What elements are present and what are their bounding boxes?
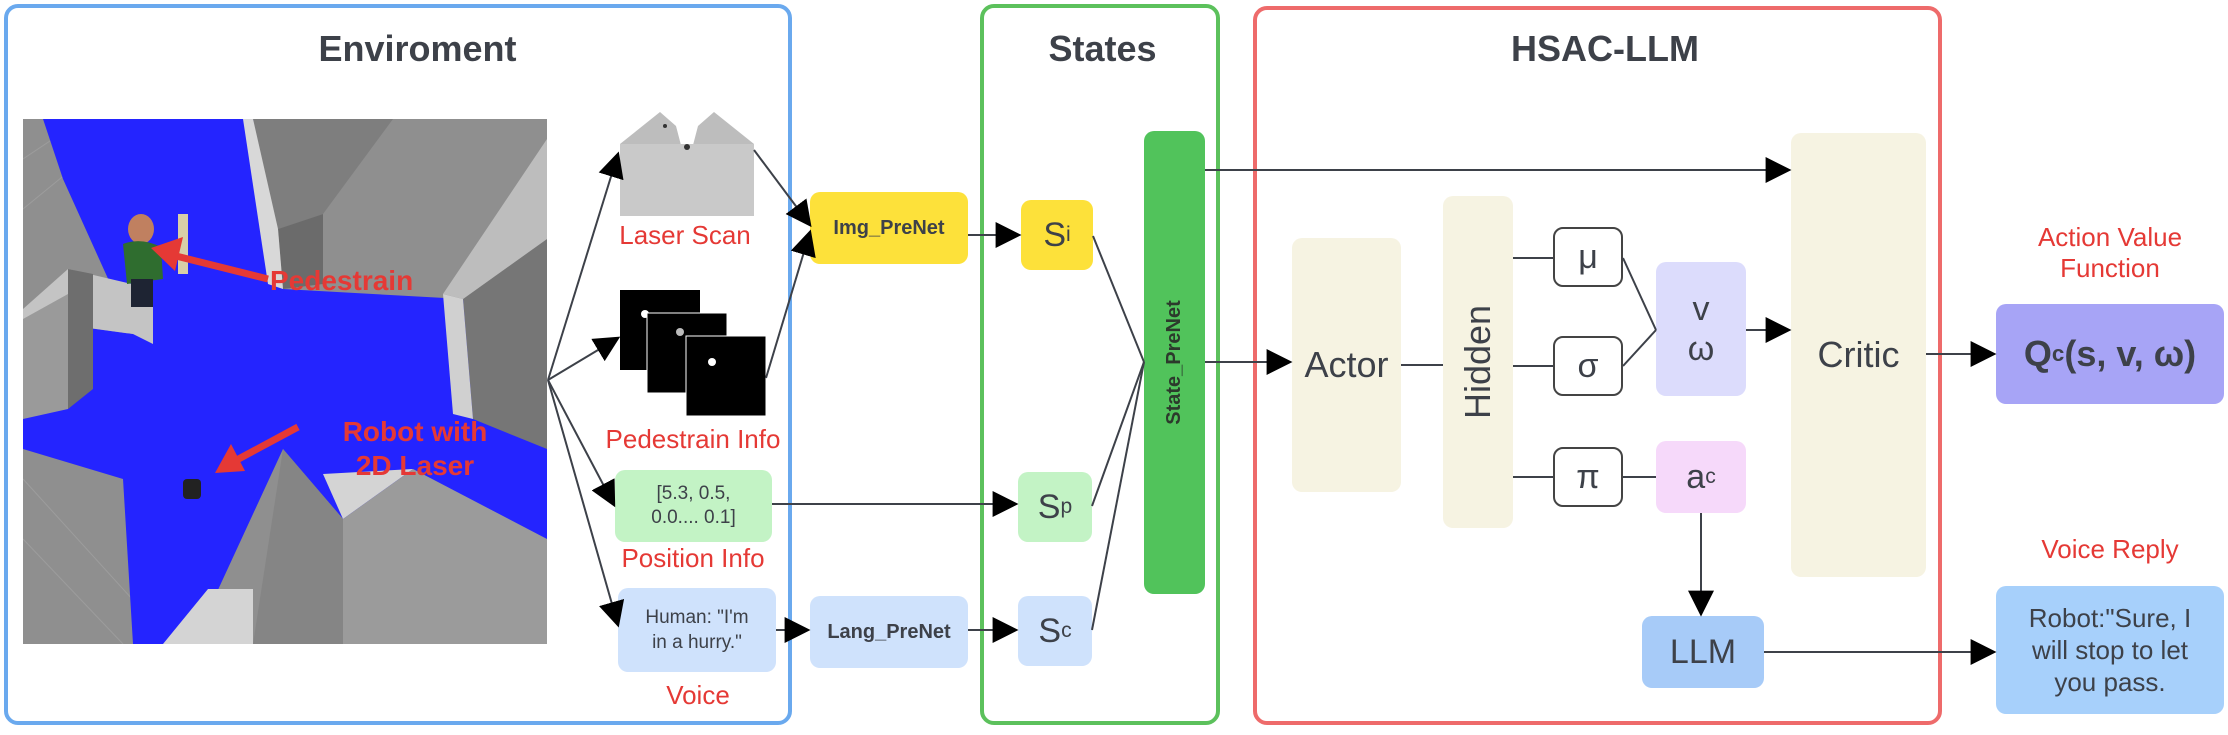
v-label: v	[1692, 290, 1710, 328]
reply-line3: you pass.	[2054, 667, 2166, 697]
sigma-box: σ	[1553, 336, 1623, 396]
pi-box: π	[1553, 447, 1623, 507]
pedestrian-info-image	[620, 290, 766, 416]
pedestrian-arrow	[151, 237, 269, 283]
omega-label: ω	[1687, 330, 1715, 368]
lang-prenet-label: Lang_PreNet	[827, 620, 951, 643]
ac-a: a	[1686, 457, 1706, 496]
img-prenet-label: Img_PreNet	[833, 216, 945, 239]
robot-figure	[183, 479, 201, 499]
mu-box: μ	[1553, 227, 1623, 287]
q-prefix: Q	[2023, 333, 2052, 374]
wall-bottom	[253, 449, 343, 644]
voice-text-line1: Human: "I'm	[645, 607, 749, 628]
state-sc-s: S	[1038, 611, 1062, 650]
state-sc-sub: c	[1061, 619, 1072, 642]
voice-reply-label: Voice Reply	[2041, 534, 2179, 564]
state-si-s: S	[1043, 215, 1066, 254]
pedestrian-figure	[123, 214, 188, 307]
robot-label: Robot with 2D Laser	[300, 415, 530, 483]
q-sub: c	[2051, 341, 2065, 366]
robot-label-line2: 2D Laser	[355, 450, 475, 481]
simulation-scene	[23, 119, 547, 644]
robot-arrow	[215, 423, 300, 473]
voice-label: Voice	[666, 680, 730, 710]
hsac-llm-panel	[1253, 6, 1942, 725]
pi-label: π	[1576, 457, 1600, 496]
actor-box: Actor	[1292, 238, 1401, 492]
actor-label: Actor	[1304, 344, 1389, 385]
laser-scan-image	[620, 84, 754, 216]
hidden-box: Hidden	[1443, 196, 1513, 528]
environment-title: Enviroment	[318, 28, 517, 69]
llm-label: LLM	[1669, 632, 1737, 671]
state-sp-sub: p	[1060, 495, 1073, 518]
position-values-box: [5.3, 0.5, 0.0.... 0.1]	[615, 470, 772, 542]
state-prenet-label: State_PreNet	[1163, 300, 1186, 425]
critic-label: Critic	[1817, 334, 1900, 375]
critic-box: Critic	[1791, 133, 1926, 577]
q-args: (s, v, ω)	[2064, 333, 2197, 374]
wall-top	[253, 119, 393, 229]
reply-box: Robot:"Sure, I will stop to let you pass…	[1996, 586, 2224, 714]
position-values-line2: 0.0.... 0.1]	[651, 507, 736, 528]
robot-label-line1: Robot with	[342, 416, 488, 447]
pedestrian-info-label: Pedestrain Info	[605, 424, 781, 454]
position-info-label: Position Info	[621, 543, 765, 573]
action-value-label: Action Value Function	[1990, 222, 2228, 284]
sigma-label: σ	[1577, 346, 1599, 385]
wall-right	[463, 239, 547, 449]
state-prenet-box: State_PreNet	[1144, 131, 1205, 594]
llm-box: LLM	[1642, 616, 1764, 688]
pedestrian-label: Pedestrain	[270, 265, 414, 296]
lang-prenet-box: Lang_PreNet	[810, 596, 968, 668]
reply-line1: Robot:"Sure, I	[2028, 603, 2192, 633]
voice-text-line2: in a hurry."	[652, 632, 742, 653]
position-values-line1: [5.3, 0.5,	[656, 483, 731, 504]
hsac-llm-title: HSAC-LLM	[1511, 28, 1699, 69]
state-si-sub: i	[1066, 223, 1071, 246]
mu-label: μ	[1578, 237, 1598, 276]
state-sp-s: S	[1037, 487, 1061, 526]
laser-scan-label: Laser Scan	[619, 220, 751, 250]
states-title: States	[1048, 28, 1157, 69]
ac-sub: c	[1705, 465, 1716, 488]
reply-line2: will stop to let	[2031, 635, 2189, 665]
voice-text-box: Human: "I'm in a hurry."	[618, 588, 776, 672]
states-panel	[980, 4, 1220, 725]
img-prenet-box: Img_PreNet	[810, 192, 968, 264]
action-value-line1: Action Value	[2037, 222, 2183, 252]
action-value-line2: Function	[2060, 253, 2160, 283]
hidden-label: Hidden	[1457, 304, 1498, 420]
v-omega-box: v ω	[1656, 262, 1746, 396]
